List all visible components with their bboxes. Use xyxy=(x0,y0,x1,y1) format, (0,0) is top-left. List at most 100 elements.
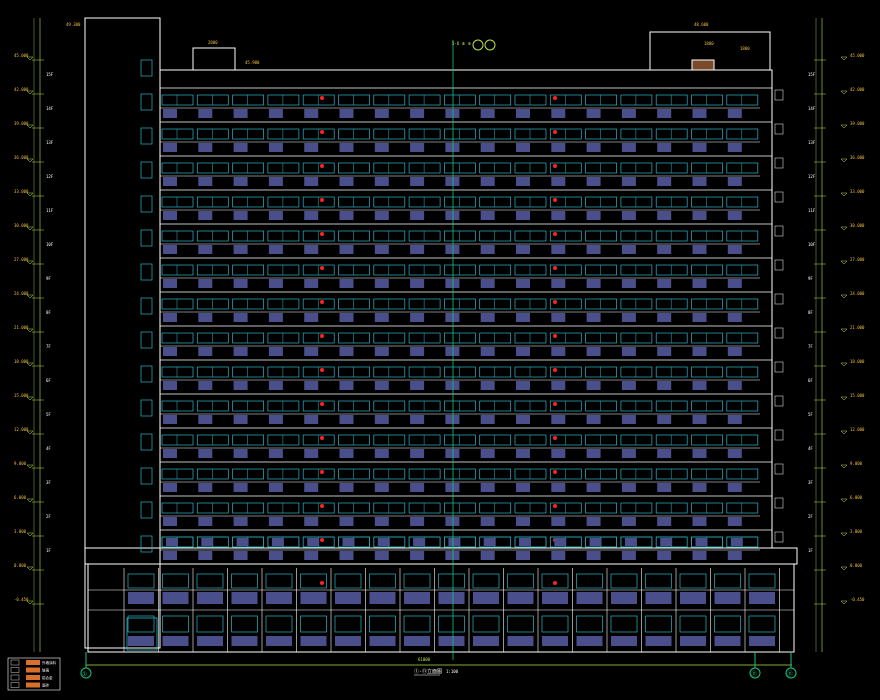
balcony-panel xyxy=(339,109,354,118)
window-frame xyxy=(302,468,335,480)
podium-facade xyxy=(88,568,794,652)
window-frame xyxy=(302,264,335,276)
band-panel xyxy=(483,538,496,546)
band-window xyxy=(267,536,300,548)
window-frame xyxy=(620,196,653,208)
level-marker xyxy=(26,566,34,571)
podium-panel-low xyxy=(473,636,499,646)
window-frame xyxy=(691,230,723,242)
balcony-panel xyxy=(621,449,636,458)
window-frame xyxy=(338,434,370,446)
window-frame xyxy=(196,468,229,480)
balcony-panel xyxy=(339,483,354,492)
window-frame xyxy=(161,502,194,514)
balcony-panel xyxy=(480,415,495,424)
balcony-panel xyxy=(304,347,319,356)
balcony-panel xyxy=(374,313,389,322)
balcony-panel xyxy=(657,449,672,458)
level-value: 30.000 xyxy=(850,223,865,228)
side-window xyxy=(774,463,784,475)
window-frame xyxy=(514,502,547,514)
level-value: 27.000 xyxy=(850,257,865,262)
podium-panel xyxy=(576,592,603,604)
window-frame xyxy=(196,230,229,242)
window-frame xyxy=(267,366,300,378)
podium-panel-low xyxy=(714,636,741,646)
window-frame xyxy=(479,502,512,514)
window-frame xyxy=(549,162,582,174)
balcony-panel xyxy=(692,177,707,186)
stair-window xyxy=(140,93,153,111)
window-frame xyxy=(444,196,476,208)
window-frame xyxy=(196,196,229,208)
balcony-panel xyxy=(233,279,248,288)
window-frame xyxy=(479,400,512,412)
window-frame xyxy=(161,196,194,208)
level-value: 3.000 xyxy=(14,529,27,534)
balcony-panel xyxy=(268,313,283,322)
floor-label: 15F xyxy=(808,72,816,77)
stair-tower xyxy=(84,17,161,649)
level-marker xyxy=(840,124,848,129)
podium-window xyxy=(265,573,293,589)
red-mark xyxy=(320,96,324,100)
window-frame xyxy=(408,332,441,344)
red-mark xyxy=(320,300,324,304)
balcony-panel xyxy=(657,415,672,424)
level-marker xyxy=(26,158,34,163)
level-marker xyxy=(840,294,848,299)
podium-panel-low xyxy=(645,636,672,646)
window-frame xyxy=(585,366,617,378)
building-outline xyxy=(84,17,798,653)
balcony-panel xyxy=(410,551,425,560)
stair-window xyxy=(140,399,153,417)
balcony-panel xyxy=(198,177,213,186)
window-frame xyxy=(514,298,547,310)
window-frame xyxy=(549,264,582,276)
side-window xyxy=(774,259,784,271)
window-frame xyxy=(620,434,653,446)
window-frame xyxy=(655,162,688,174)
side-window xyxy=(774,429,784,441)
legend-bar xyxy=(26,667,40,673)
level-marker xyxy=(26,90,34,95)
axis-bubble-top-1 xyxy=(472,39,484,51)
podium-panel xyxy=(404,592,430,604)
window-frame xyxy=(620,400,653,412)
window-frame xyxy=(338,502,370,514)
level-value: -0.450 xyxy=(850,597,865,602)
band-window xyxy=(302,536,335,548)
balcony-panel xyxy=(727,449,742,458)
floor-label: 9F xyxy=(46,276,51,281)
balcony-panel xyxy=(198,551,213,560)
floor-label: 14F xyxy=(808,106,816,111)
floor-label: 10F xyxy=(808,242,816,247)
window-frame xyxy=(479,230,512,242)
balcony-panel xyxy=(551,109,566,118)
band-window xyxy=(691,536,723,548)
band-panel xyxy=(201,538,214,546)
balcony-panel xyxy=(374,143,389,152)
balcony-panel xyxy=(304,313,319,322)
stair-window xyxy=(140,59,153,77)
balcony-panel xyxy=(268,415,283,424)
red-mark xyxy=(320,198,324,202)
balcony-panel xyxy=(480,143,495,152)
level-value: 30.000 xyxy=(14,223,29,228)
balcony-panel xyxy=(621,109,636,118)
balcony-panel xyxy=(445,415,460,424)
balcony-panel xyxy=(374,449,389,458)
window-frame xyxy=(267,434,300,446)
window-frame xyxy=(620,264,653,276)
window-frame xyxy=(267,196,300,208)
podium-panel xyxy=(473,592,499,604)
window-frame xyxy=(620,298,653,310)
floor-label: 10F xyxy=(46,242,54,247)
window-frame xyxy=(655,196,688,208)
level-marker xyxy=(840,56,848,61)
window-frame xyxy=(726,434,759,446)
balcony-panel xyxy=(198,483,213,492)
balcony-panel xyxy=(621,381,636,390)
band-panel xyxy=(342,538,355,546)
window-frame xyxy=(585,264,617,276)
